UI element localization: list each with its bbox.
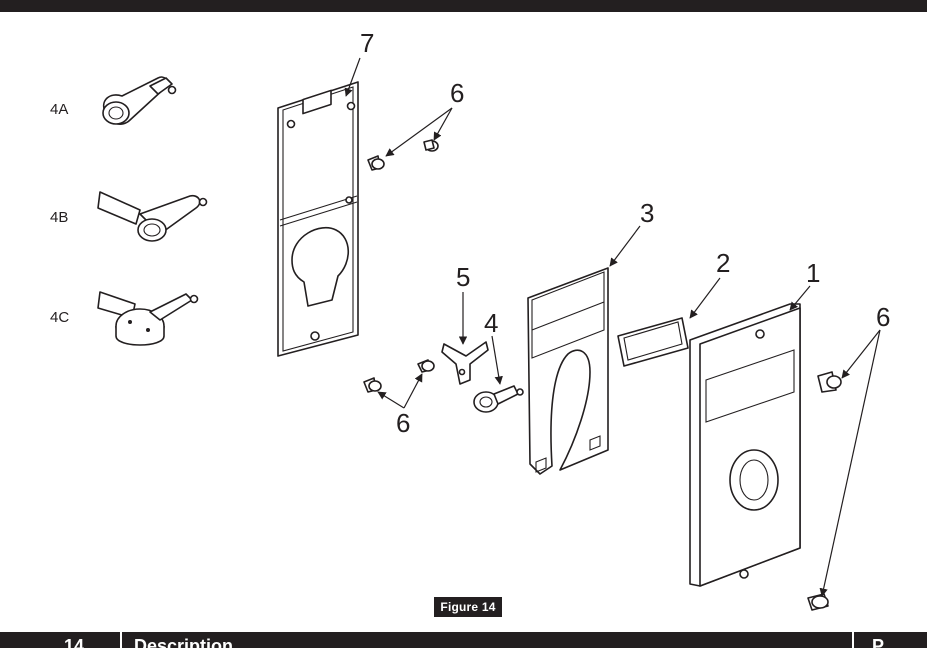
cam-assembly: [473, 385, 524, 413]
footer-number: 14: [64, 636, 85, 648]
callout-labels: 7 6 3 2 1 5 4 6 6 4A 4B 4C: [50, 28, 890, 438]
latch-plate: [527, 267, 609, 475]
spring-bracket: [441, 341, 489, 385]
exploded-parts-diagram: 7 6 3 2 1 5 4 6 6 4A 4B 4C: [0, 12, 927, 624]
callout-5: 5: [456, 262, 470, 292]
callout-2: 2: [716, 248, 730, 278]
variant-label-4b: 4B: [50, 209, 68, 226]
figure-caption: Figure 14: [434, 597, 502, 617]
callout-6-top: 6: [450, 78, 464, 108]
cam-variant-4a: [102, 76, 177, 125]
footer-right-heading: P: [872, 636, 885, 648]
front-escutcheon: [689, 303, 801, 587]
footer-divider: [120, 632, 122, 648]
leader-lines: [344, 57, 881, 597]
table-header-bar: 14 Description P: [0, 632, 927, 648]
window-insert: [617, 317, 689, 367]
cam-variant-4c: [97, 291, 199, 346]
mounting-plate: [277, 81, 359, 357]
footer-description-heading: Description: [134, 636, 234, 648]
callout-6-right: 6: [876, 302, 890, 332]
variant-label-4c: 4C: [50, 309, 69, 326]
callout-3: 3: [640, 198, 654, 228]
top-bar: [0, 0, 927, 12]
callout-4: 4: [484, 308, 498, 338]
cam-variant-4b: [97, 191, 208, 242]
screw: [363, 139, 842, 611]
footer-divider: [852, 632, 854, 648]
callout-1: 1: [806, 258, 820, 288]
callout-7: 7: [360, 28, 374, 58]
callout-6-left: 6: [396, 408, 410, 438]
variant-label-4a: 4A: [50, 101, 68, 118]
